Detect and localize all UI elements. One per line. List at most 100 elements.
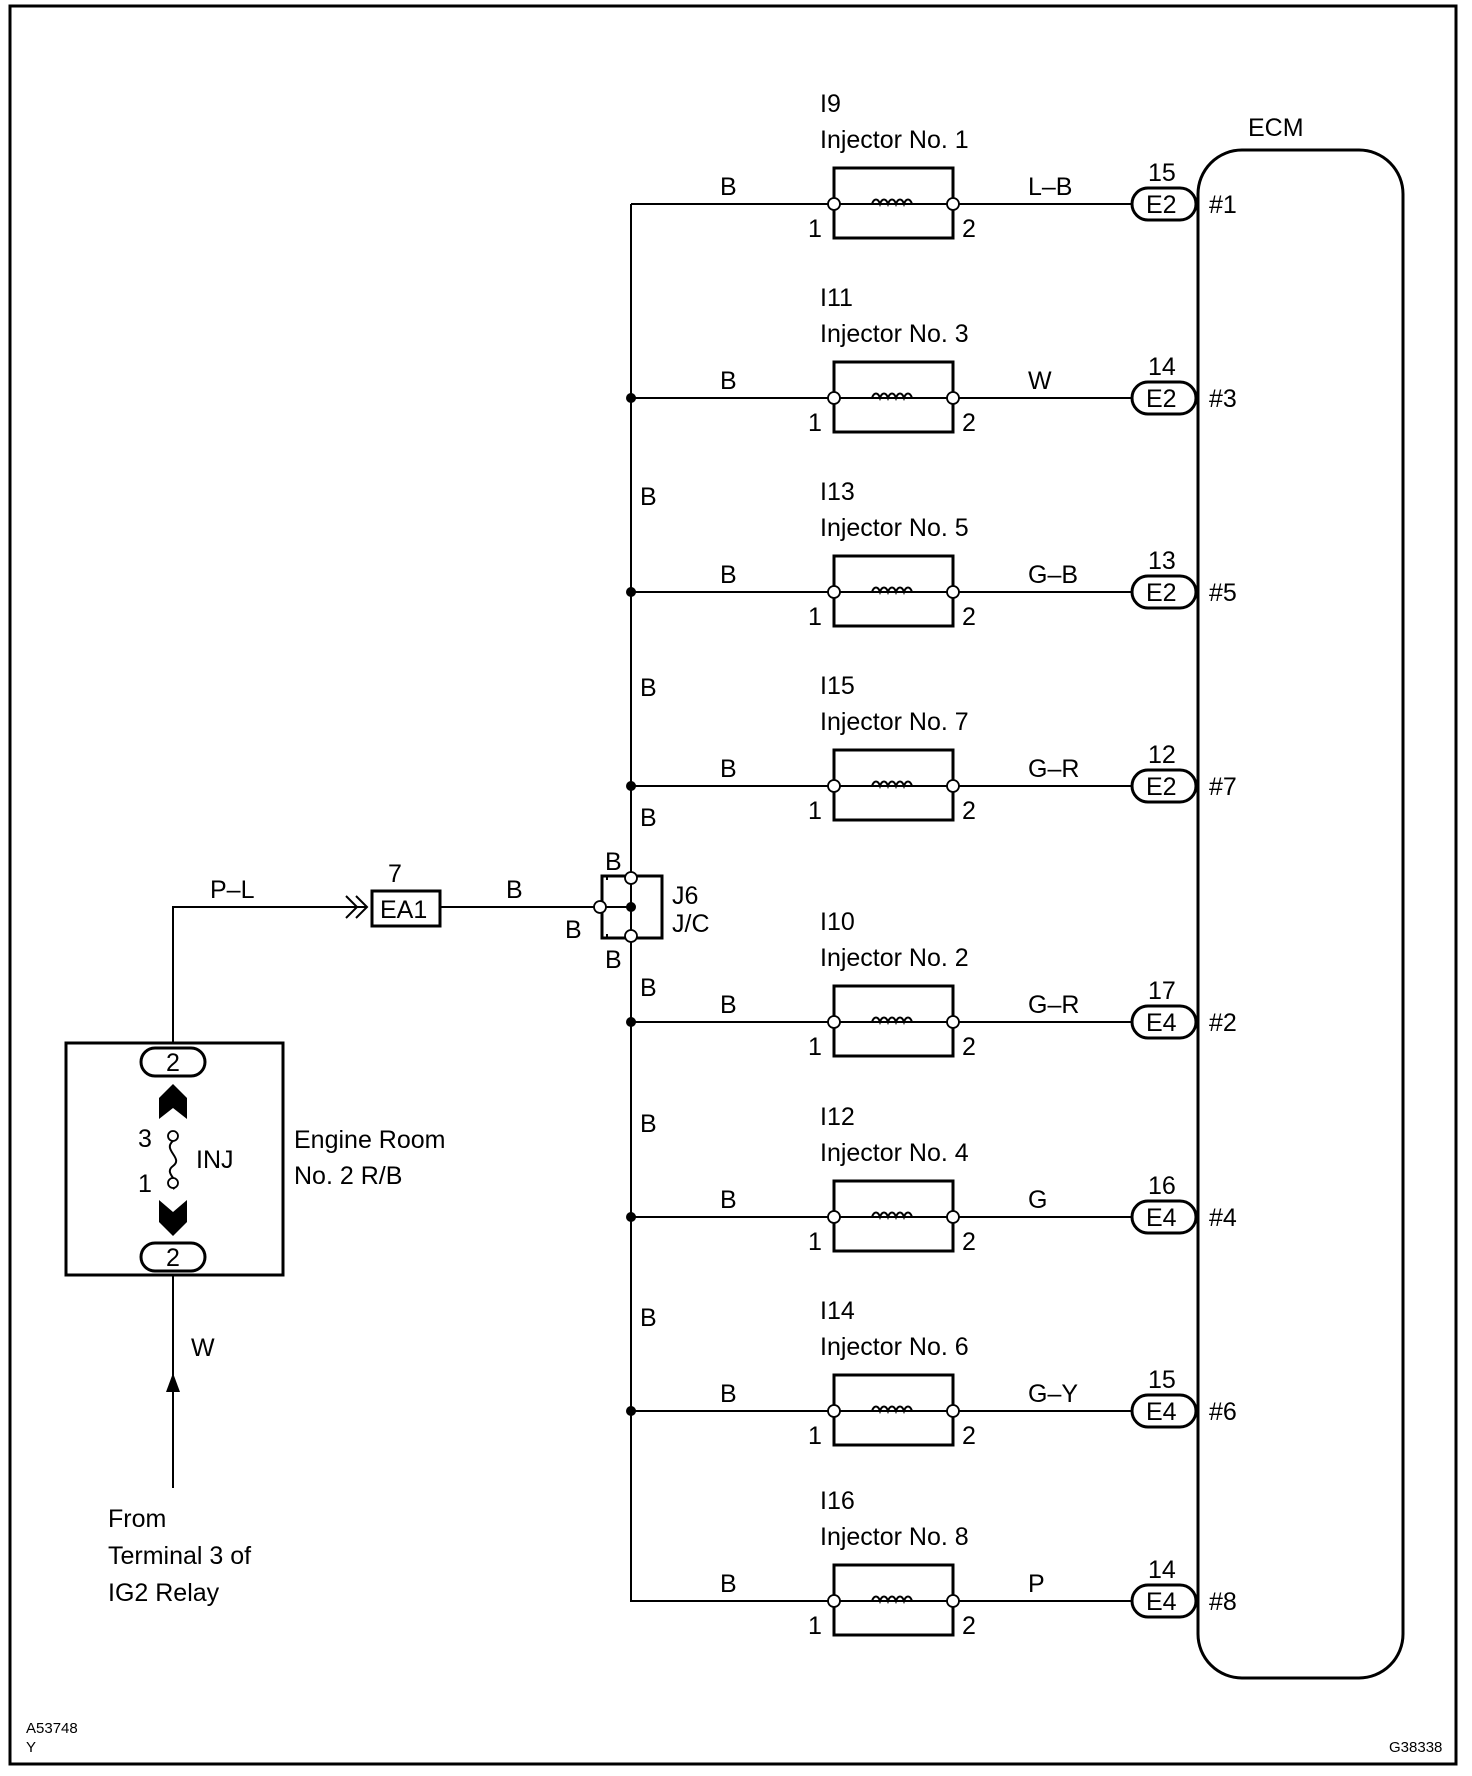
injector-name: Injector No. 1 [820,126,969,154]
figure-suffix: Y [26,1739,36,1756]
ecm-connector-label: E4 [1146,1009,1177,1037]
bus-label: B [640,1304,657,1332]
ecm-connector [1130,574,1198,610]
injector-name: Injector No. 3 [820,320,969,348]
ecm-pin-number: 15 [1148,159,1176,187]
injector-id: I16 [820,1487,855,1515]
injector-name: Injector No. 4 [820,1139,969,1167]
injector-output-wire-color: G–R [1028,991,1079,1019]
ecm-connector-label: E2 [1146,191,1177,219]
connector-ea1 [370,889,442,928]
injector-id: I11 [820,284,853,312]
injector-pin-in [827,197,841,211]
ecm-connector-label: E4 [1146,1204,1177,1232]
injector-name: Injector No. 5 [820,514,969,542]
injector-id: I13 [820,478,855,506]
ecm-connector [1130,1199,1198,1235]
ecm-pin-number: 14 [1148,353,1176,381]
injector-pin-out-label: 2 [962,409,976,437]
injector-pin-out-label: 2 [962,215,976,243]
relay-box-down-arrow [159,1200,187,1236]
diagram-frame [8,4,1458,1766]
injector-name: Injector No. 8 [820,1523,969,1551]
ecm-connector [1130,1393,1198,1429]
injector-coil-icon [871,586,913,596]
injector-pin-in [827,779,841,793]
injector-id: I12 [820,1103,855,1131]
injector-output-wire-color: L–B [1028,173,1072,201]
injector-pin-in [827,585,841,599]
bus-label: B [640,674,657,702]
ecm-signal-label: #2 [1209,1009,1237,1037]
relay-box-name-line1: Engine Room [294,1126,445,1154]
injector-pin-out [946,1210,960,1224]
relay-box-up-arrow [159,1084,187,1119]
junction-bottom-pin-label: B [605,946,622,974]
ecm-connector [1130,186,1198,222]
injector-pin-in [827,1594,841,1608]
ecm-signal-label: #3 [1209,385,1237,413]
injector-name: Injector No. 7 [820,708,969,736]
ecm-connector-label: E2 [1146,773,1177,801]
ecm-signal-label: #1 [1209,191,1237,219]
bus-label: B [640,1110,657,1138]
fuse-pin-bottom: 1 [138,1170,152,1198]
wire-ea1-to-junction-color: B [506,876,523,904]
injector-pin-out-label: 2 [962,1228,976,1256]
injector-pin-out [946,391,960,405]
injector-coil-icon [871,1211,913,1221]
injector-pin-in [827,391,841,405]
injector-pin-out-label: 2 [962,1033,976,1061]
splice-dot [626,587,636,597]
junction-top-pin-label: B [605,848,622,876]
connector-ea1-pin: 7 [388,860,402,888]
injector-input-wire-color: B [720,561,737,589]
splice-dot [626,393,636,403]
injector-coil-icon [871,1595,913,1605]
splice-dot [626,781,636,791]
injector-pin-in-label: 1 [808,603,822,631]
splice-dot [626,1212,636,1222]
ecm-connector-label: E4 [1146,1398,1177,1426]
ecm-pin-number: 17 [1148,977,1176,1005]
source-line2: Terminal 3 of [108,1542,251,1570]
injector-pin-in-label: 1 [808,1422,822,1450]
ecm-block [1196,148,1405,1680]
injector-pin-out [946,197,960,211]
injector-id: I14 [820,1297,855,1325]
injector-pin-out [946,779,960,793]
injector-pin-in-label: 1 [808,1612,822,1640]
injector-name: Injector No. 2 [820,944,969,972]
injector-input-wire-color: B [720,367,737,395]
fuse-pin-top: 3 [138,1125,152,1153]
injector-input-wire-color: B [720,173,737,201]
feed-arrow-icon [166,1373,180,1392]
injector-pin-out [946,585,960,599]
ecm-connector [1130,1004,1198,1040]
ecm-signal-label: #6 [1209,1398,1237,1426]
injector-coil-icon [871,198,913,208]
source-line3: IG2 Relay [108,1579,220,1607]
injector-pin-out-label: 2 [962,1612,976,1640]
injector-pin-out [946,1015,960,1029]
ecm-connector-label: E2 [1146,385,1177,413]
junction-name: J/C [672,910,710,938]
ecm-pin-number: 16 [1148,1172,1176,1200]
injector-pin-in [827,1015,841,1029]
relay-box [64,1041,285,1277]
injector-pin-in-label: 1 [808,797,822,825]
injector-output-wire-color: W [1028,367,1052,395]
ecm-pin-number: 14 [1148,1556,1176,1584]
injector-pin-in-label: 1 [808,1228,822,1256]
ecm-pin-number: 15 [1148,1366,1176,1394]
injector-pin-out-label: 2 [962,1422,976,1450]
inj-fuse-label: INJ [196,1146,234,1174]
injector-coil-icon [871,1016,913,1026]
